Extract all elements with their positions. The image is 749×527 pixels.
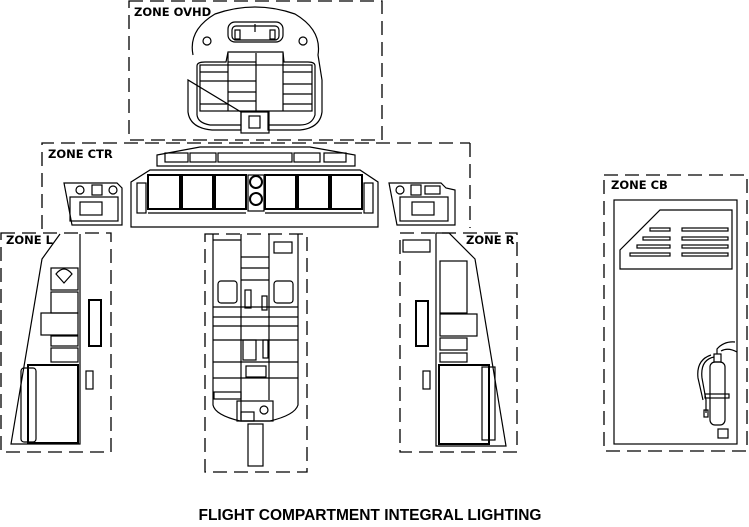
overhead-light-switch bbox=[240, 111, 270, 134]
zone-r-label: ZONE R bbox=[466, 233, 515, 247]
zone-r-boundary bbox=[399, 232, 518, 453]
display-unit bbox=[214, 174, 247, 210]
pedestal-lever-left bbox=[217, 280, 238, 304]
display-unit bbox=[181, 174, 214, 210]
zone-r: ZONE R bbox=[399, 232, 518, 453]
left-handle bbox=[88, 299, 102, 347]
pedestal-outline bbox=[212, 234, 299, 422]
right-console-tray bbox=[438, 364, 490, 445]
left-console-tray bbox=[27, 364, 79, 444]
zone-ovhd-boundary bbox=[128, 0, 383, 141]
overhead-knob-right bbox=[298, 36, 308, 46]
display-unit bbox=[330, 174, 363, 210]
overhead-panel-outline bbox=[187, 6, 323, 131]
zone-cb-label: ZONE CB bbox=[611, 178, 668, 192]
overhead-panel-inner bbox=[196, 51, 316, 126]
zone-ctr-label: ZONE CTR bbox=[48, 147, 113, 161]
diagram-title: FLIGHT COMPARTMENT INTEGRAL LIGHTING bbox=[199, 507, 542, 524]
fire-extinguisher-icon bbox=[697, 341, 738, 426]
overhead-knob-left bbox=[202, 36, 212, 46]
right-side-panel bbox=[388, 182, 456, 226]
zone-l-label: ZONE L bbox=[6, 233, 54, 247]
pedestal-boundary bbox=[204, 233, 308, 473]
display-unit bbox=[297, 174, 330, 210]
zone-ctr-boundary bbox=[41, 142, 471, 229]
zone-l: ZONE L bbox=[0, 232, 112, 453]
overhead-top-pod bbox=[227, 21, 284, 43]
display-unit bbox=[264, 174, 297, 210]
center-pedestal bbox=[204, 233, 308, 473]
left-side-panel bbox=[63, 182, 123, 226]
zone-ovhd-label: ZONE OVHD bbox=[134, 5, 211, 19]
pedestal-rod bbox=[247, 423, 264, 467]
display-unit bbox=[147, 174, 181, 210]
zone-cb-boundary bbox=[603, 174, 748, 452]
zone-l-boundary bbox=[0, 232, 112, 453]
left-console bbox=[10, 233, 81, 445]
zone-ctr: ZONE CTR bbox=[41, 142, 471, 229]
glareshield bbox=[156, 146, 356, 167]
main-instrument-panel bbox=[130, 169, 379, 228]
zone-cb: ZONE CB bbox=[603, 174, 748, 452]
right-handle bbox=[415, 300, 429, 347]
standby-instrument bbox=[249, 192, 263, 206]
circuit-breaker-panel bbox=[613, 199, 738, 445]
left-console-control bbox=[50, 267, 79, 291]
right-console bbox=[435, 232, 507, 447]
display-units bbox=[147, 174, 363, 214]
circuit-breaker-placard bbox=[619, 209, 733, 270]
standby-instrument bbox=[249, 175, 263, 189]
zone-ovhd: ZONE OVHD bbox=[128, 0, 383, 141]
pedestal-lever-right bbox=[273, 280, 294, 304]
